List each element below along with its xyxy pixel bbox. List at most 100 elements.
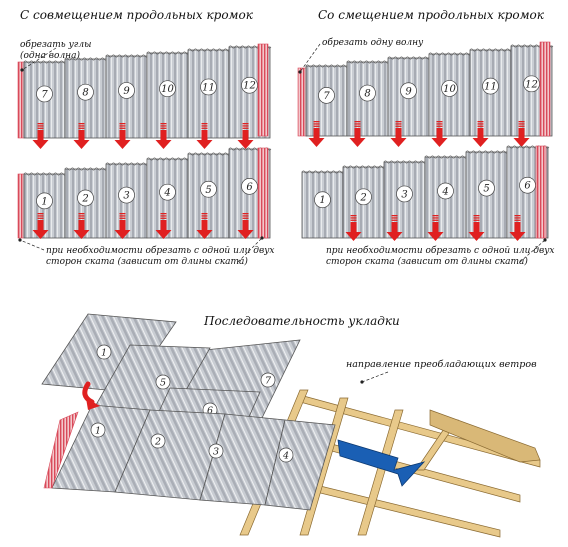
- sheet-number-badge: [159, 183, 176, 201]
- right-bottom-sheet-2: 2: [342, 165, 386, 239]
- left-bottom-sheet-5: 5: [187, 152, 231, 239]
- sheet-number: 9: [405, 86, 412, 97]
- sequence-sheet-1-lifted: 1: [41, 313, 177, 393]
- right-bottom-sheet-3: 3: [383, 160, 427, 239]
- left-top-sheet-7: 7: [23, 60, 67, 139]
- sheet-number-badge: [482, 77, 499, 95]
- sheet-number-badge: [260, 372, 276, 388]
- sheet-number-badge: [241, 178, 258, 195]
- left-bottom-sheet-4: 4: [146, 157, 190, 239]
- right-bottom-sheet-1: 1: [301, 170, 345, 239]
- left-bottom-arrow-6: [237, 213, 254, 239]
- sheet-number-badge: [155, 374, 171, 390]
- left-top-leader: [21, 47, 57, 71]
- sheet-number-badge: [118, 186, 135, 204]
- left-top-note-line-2: (одна волна): [20, 51, 80, 61]
- sheet-number: 7: [41, 89, 48, 100]
- left-top-note-line-1: обрезать углы: [20, 40, 92, 50]
- left-top-cut-edge-left: [17, 61, 25, 139]
- sheet-number-badge: [208, 443, 224, 459]
- left-bottom-leader-right-dot: [260, 236, 264, 240]
- right-bottom-cut-edge-right: [535, 145, 547, 239]
- left-top-sheet-9: 9: [105, 54, 149, 139]
- right-top-cut-edge-right: [539, 41, 551, 137]
- sheet-number-badge: [396, 185, 413, 203]
- sheet-number-badge: [77, 83, 94, 101]
- right-bottom-sheet-4: 4: [424, 155, 468, 239]
- left-top-arrow-7: [32, 123, 49, 149]
- sheet-number-badge: [523, 75, 540, 93]
- sheet-number: 8: [82, 88, 88, 99]
- left-top-arrow-12: [237, 123, 254, 149]
- sheet-number-badge: [200, 78, 217, 96]
- left-top-cut-edge-right: [257, 43, 269, 137]
- sheet-number: 3: [401, 189, 407, 200]
- left-bottom-sheet-3: 3: [105, 162, 149, 239]
- sheet-number: 1: [101, 348, 107, 359]
- bottom-panel-title: Последовательность укладки: [204, 314, 400, 328]
- sheet-number-badge: [90, 422, 106, 438]
- wind-direction-arrow: [337, 439, 426, 487]
- sheet-number-badge: [400, 82, 417, 100]
- wind-label-leader-dot: [360, 380, 364, 384]
- sheet-number-badge: [36, 192, 53, 210]
- sheet-number-badge: [159, 80, 176, 98]
- right-bottom-sheet-5: 5: [465, 150, 509, 239]
- left-bottom-note-line-1: при необходимости обрезать с одной или д…: [46, 246, 275, 256]
- right-bottom-leader: [519, 239, 546, 263]
- right-top-sheet-9: 9: [387, 56, 431, 137]
- left-bottom-leader-left-dot: [18, 238, 22, 242]
- left-top-sheet-8: 8: [64, 57, 108, 139]
- sheet-number-badge: [36, 85, 53, 103]
- sheet-number-badge: [441, 80, 458, 97]
- right-top-leader: [299, 43, 321, 73]
- sheet-number: 2: [154, 437, 161, 448]
- right-top-sheet-8: 8: [346, 60, 390, 137]
- sheet-number-badge: [96, 344, 112, 360]
- right-top-arrow-12: [513, 121, 530, 147]
- sheet-number-badge: [200, 180, 217, 198]
- sheet-number: 3: [123, 191, 129, 202]
- sheet-number: 1: [95, 426, 101, 437]
- sheet-number: 7: [265, 376, 272, 387]
- left-bottom-leader-right: [237, 237, 263, 263]
- sheet-number-badge: [118, 82, 135, 99]
- right-top-note: обрезать одну волну: [322, 38, 424, 48]
- right-bottom-arrow-2: [345, 215, 362, 241]
- left-bottom-arrow-1: [32, 213, 49, 239]
- sheet-number: 5: [160, 378, 166, 389]
- left-bottom-cut-edge-left: [17, 173, 25, 239]
- sheet-number: 5: [483, 184, 489, 195]
- right-top-arrow-7: [308, 121, 325, 147]
- left-bottom-note-line-2: сторон ската (зависит от длины ската): [46, 257, 248, 267]
- sheet-number: 4: [282, 451, 289, 462]
- sheet-number-badge: [314, 191, 331, 209]
- sheet-number: 6: [524, 181, 531, 192]
- right-top-arrow-8: [349, 121, 366, 147]
- left-top-arrow-10: [155, 123, 172, 149]
- left-bottom-sheet-2: 2: [64, 167, 108, 239]
- left-top-sheet-11: 11: [187, 48, 231, 139]
- wind-direction-label: направление преобладающих ветров: [346, 359, 537, 370]
- left-bottom-arrow-4: [155, 213, 172, 239]
- left-top-leader-dot: [20, 68, 24, 72]
- left-bottom-leader-left: [19, 239, 45, 251]
- sheet-number-badge: [241, 76, 258, 94]
- sheet-number-badge: [318, 87, 335, 104]
- right-top-arrow-11: [472, 121, 489, 147]
- right-top-arrow-9: [390, 121, 407, 147]
- right-bottom-arrow-5: [468, 215, 485, 241]
- placement-arrow: [82, 381, 100, 410]
- right-top-arrow-10: [431, 121, 448, 147]
- sheet-number: 6: [246, 182, 253, 193]
- sheet-number-badge: [150, 433, 166, 449]
- sheet-number: 12: [525, 79, 538, 90]
- right-bottom-arrow-3: [386, 215, 403, 241]
- sequence-sheet-5: 5: [91, 344, 211, 419]
- right-bottom-note-line-2: сторон ската (зависит от длины ската): [326, 257, 528, 267]
- left-top-arrow-9: [114, 123, 131, 149]
- right-bottom-leader-dot: [543, 238, 547, 242]
- sheet-number: 7: [323, 91, 330, 102]
